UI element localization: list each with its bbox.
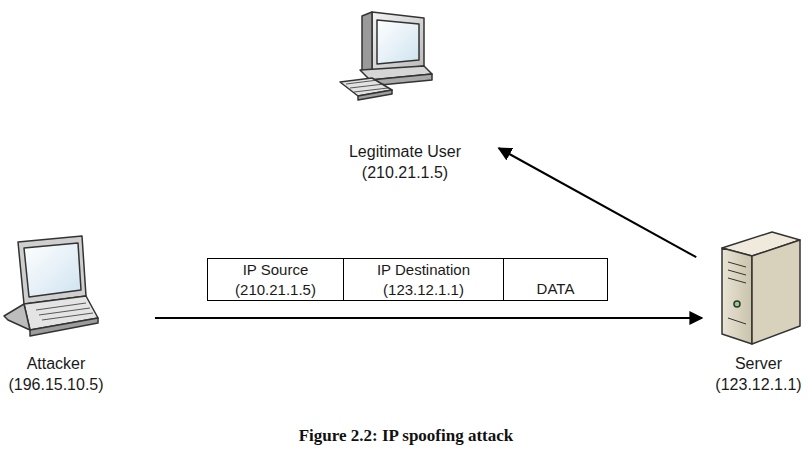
ip-address: (210.21.1.5): [362, 162, 448, 183]
packet-arrow: [499, 148, 696, 257]
node-name: Server: [735, 353, 782, 374]
server-device-node: Server(123.12.1.1): [705, 225, 812, 395]
ip-address: (123.12.1.1): [715, 374, 801, 395]
packet-field-cell: DATA: [503, 258, 608, 301]
node-name: IP Destination: [377, 260, 470, 280]
node-name: IP Source: [243, 260, 309, 280]
laptop-icon: [4, 236, 98, 336]
desktop-computer-icon: [340, 12, 432, 100]
packet-arrow: [155, 317, 702, 319]
ip-address: (210.21.1.5): [235, 280, 316, 300]
ip-address: (196.15.10.5): [8, 374, 103, 395]
server-icon: [722, 232, 800, 344]
ip-address: (123.12.1.1): [383, 280, 464, 300]
node-name: Attacker: [27, 353, 86, 374]
user-device-node: Legitimate User(210.21.1.5): [320, 5, 490, 183]
node-name: DATA: [537, 279, 575, 299]
figure-caption: Figure 2.2: IP spoofing attack: [0, 426, 812, 446]
node-name: Legitimate User: [349, 141, 461, 162]
attacker-device-node: Attacker(196.15.10.5): [0, 238, 112, 395]
packet-field-cell: IP Source(210.21.1.5): [207, 258, 344, 301]
packet-field-cell: IP Destination(123.12.1.1): [343, 258, 504, 301]
